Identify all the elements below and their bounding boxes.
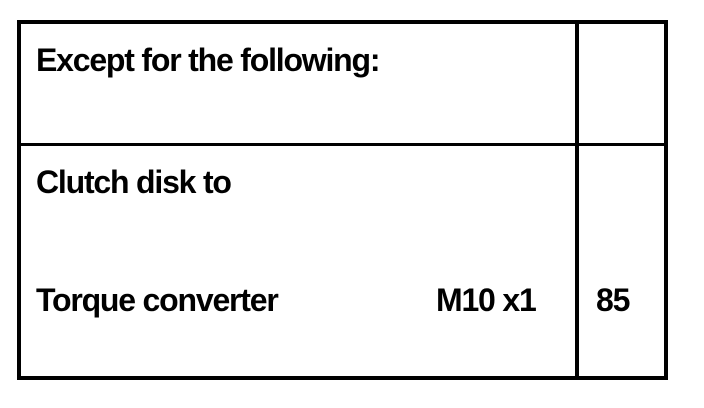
column-divider <box>575 24 579 376</box>
torque-spec-table: Except for the following: Clutch disk to… <box>17 20 668 380</box>
component-description-line1: Clutch disk to <box>36 164 232 200</box>
row-divider <box>21 143 664 146</box>
exception-header: Except for the following: <box>36 42 381 78</box>
torque-value: 85 <box>596 282 630 318</box>
thread-spec: M10 x1 <box>436 282 537 318</box>
component-description-line2: Torque converter <box>36 282 279 318</box>
